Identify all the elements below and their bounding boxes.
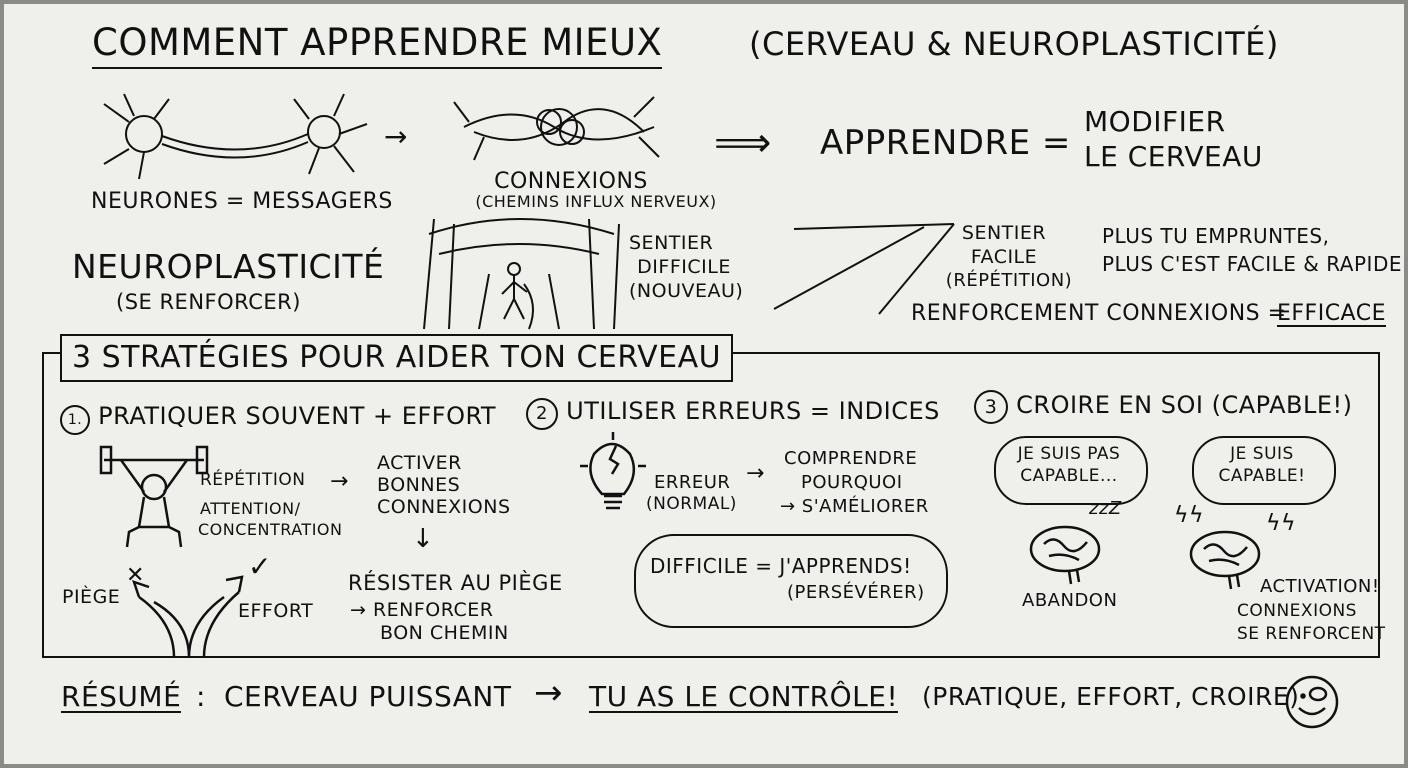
brain-active-icon	[1189, 530, 1261, 590]
fork-road-icon	[132, 575, 244, 658]
sentier-difficile-3: (NOUVEAU)	[629, 280, 744, 302]
summary-controle: TU AS LE CONTRÔLE!	[589, 680, 899, 714]
zzz-icon: zzZ	[1089, 498, 1122, 519]
sentier-facile-3: (RÉPÉTITION)	[945, 270, 1073, 291]
s3-number: 3	[974, 390, 1008, 424]
thought-cloud-positive	[1192, 436, 1336, 505]
plus-label-1: PLUS TU EMPRUNTES,	[1102, 224, 1330, 248]
effort-label: EFFORT	[238, 600, 314, 622]
summary-arrow-icon: →	[534, 673, 563, 713]
arrow-icon: →	[330, 469, 349, 494]
easy-path-drawing	[773, 223, 955, 315]
renforcer-2: BON CHEMIN	[380, 622, 509, 644]
activer-3: CONNEXIONS	[377, 496, 511, 518]
renforcement-label: RENFORCEMENT CONNEXIONS =	[911, 301, 1287, 326]
summary-text: CERVEAU PUISSANT	[224, 680, 512, 713]
repetition-label: RÉPÉTITION	[200, 470, 306, 490]
apprendre-label: APPRENDRE =	[820, 123, 1071, 163]
abandon-label: ABANDON	[1022, 590, 1118, 611]
erreur-label: ERREUR	[654, 472, 731, 493]
comprendre-1: COMPRENDRE	[784, 448, 918, 469]
neurones-label: NEURONES = MESSAGERS	[91, 189, 393, 214]
cross-icon: ✕	[126, 563, 145, 588]
title-main: COMMENT APPRENDRE MIEUX	[92, 23, 663, 69]
s1-title: 1. PRATIQUER SOUVENT + EFFORT	[60, 402, 497, 435]
piege-label: PIÈGE	[62, 586, 121, 608]
activer-1: ACTIVER	[377, 452, 462, 474]
thought-cloud-negative	[994, 436, 1148, 505]
concentration-label: CONCENTRATION	[198, 520, 343, 539]
double-arrow-icon: ⟹	[714, 120, 772, 166]
s2-number: 2	[526, 398, 558, 430]
comprendre-2: POURQUOI	[801, 472, 903, 493]
connexions-drawing	[453, 96, 660, 161]
s2-title-text: UTILISER ERREURS = INDICES	[566, 397, 940, 425]
smiley-brain-icon	[1285, 675, 1339, 729]
ameliorer-label: → S'AMÉLIORER	[780, 496, 929, 517]
s3-title: 3 CROIRE EN SOI (CAPABLE!)	[974, 390, 1352, 424]
difficile-label: DIFFICILE = J'APPRENDS!	[650, 554, 912, 578]
resister-label: RÉSISTER AU PIÈGE	[348, 571, 563, 595]
se-renforcer-label: (SE RENFORCER)	[116, 290, 301, 314]
title-sub: (CERVEAU & NEUROPLASTICITÉ)	[749, 25, 1279, 63]
connexions-label: CONNEXIONS	[494, 169, 648, 194]
neuroplasticite-label: NEUROPLASTICITÉ	[72, 247, 385, 286]
whiteboard: COMMENT APPRENDRE MIEUX (CERVEAU & NEURO…	[4, 4, 1404, 764]
perseverer-label: (PERSÉVÉRER)	[787, 582, 925, 603]
modifier-label-1: MODIFIER	[1084, 105, 1226, 138]
neuron-drawing	[103, 93, 368, 180]
lightning-icon: ϟϟ	[1174, 503, 1205, 528]
strategies-heading: 3 STRATÉGIES POUR AIDER TON CERVEAU	[60, 334, 734, 382]
broken-lightbulb-icon	[580, 432, 646, 510]
efficace-label: EFFICACE	[1277, 301, 1386, 328]
connexions-sublabel: (CHEMINS INFLUX NERVEUX)	[475, 192, 717, 211]
modifier-label-2: LE CERVEAU	[1084, 140, 1263, 173]
check-icon: ✓	[248, 550, 272, 583]
weightlifter-icon	[99, 445, 209, 548]
sentier-facile-1: SENTIER	[961, 222, 1047, 244]
capable-2: CAPABLE!	[1218, 466, 1306, 486]
arrow-icon: →	[746, 461, 765, 486]
normal-label: (NORMAL)	[646, 494, 737, 514]
summary-paren: (PRATIQUE, EFFORT, CROIRE)	[922, 682, 1300, 711]
lightning-icon: ϟϟ	[1266, 511, 1297, 536]
s1-number: 1.	[60, 405, 90, 435]
summary-label: RÉSUMÉ	[61, 680, 182, 714]
brain-sleeping-icon	[1029, 525, 1101, 585]
connexions-renforcent-1: CONNEXIONS	[1237, 601, 1357, 621]
down-arrow-icon: ↓	[412, 524, 435, 554]
activation-label: ACTIVATION!	[1260, 576, 1380, 597]
sentier-difficile-2: DIFFICILE	[637, 256, 731, 278]
s2-title: 2 UTILISER ERREURS = INDICES	[526, 398, 940, 430]
pas-capable-2: CAPABLE...	[1020, 466, 1118, 486]
s3-title-text: CROIRE EN SOI (CAPABLE!)	[1016, 391, 1353, 419]
forest-path-drawing	[423, 218, 620, 330]
capable-1: JE SUIS	[1230, 444, 1294, 464]
attention-label: ATTENTION/	[200, 499, 301, 518]
renforcer-1: → RENFORCER	[350, 599, 494, 621]
thought-cloud	[634, 534, 948, 628]
plus-label-2: PLUS C'EST FACILE & RAPIDE	[1102, 252, 1402, 276]
pas-capable-1: JE SUIS PAS	[1017, 444, 1121, 464]
connexions-renforcent-2: SE RENFORCENT	[1237, 624, 1386, 644]
summary-colon: :	[196, 680, 206, 713]
s1-title-text: PRATIQUER SOUVENT + EFFORT	[98, 402, 497, 430]
activer-2: BONNES	[377, 474, 461, 496]
sentier-difficile-1: SENTIER	[629, 232, 714, 254]
arrow-icon: →	[384, 120, 408, 153]
sentier-facile-2: FACILE	[970, 246, 1038, 268]
